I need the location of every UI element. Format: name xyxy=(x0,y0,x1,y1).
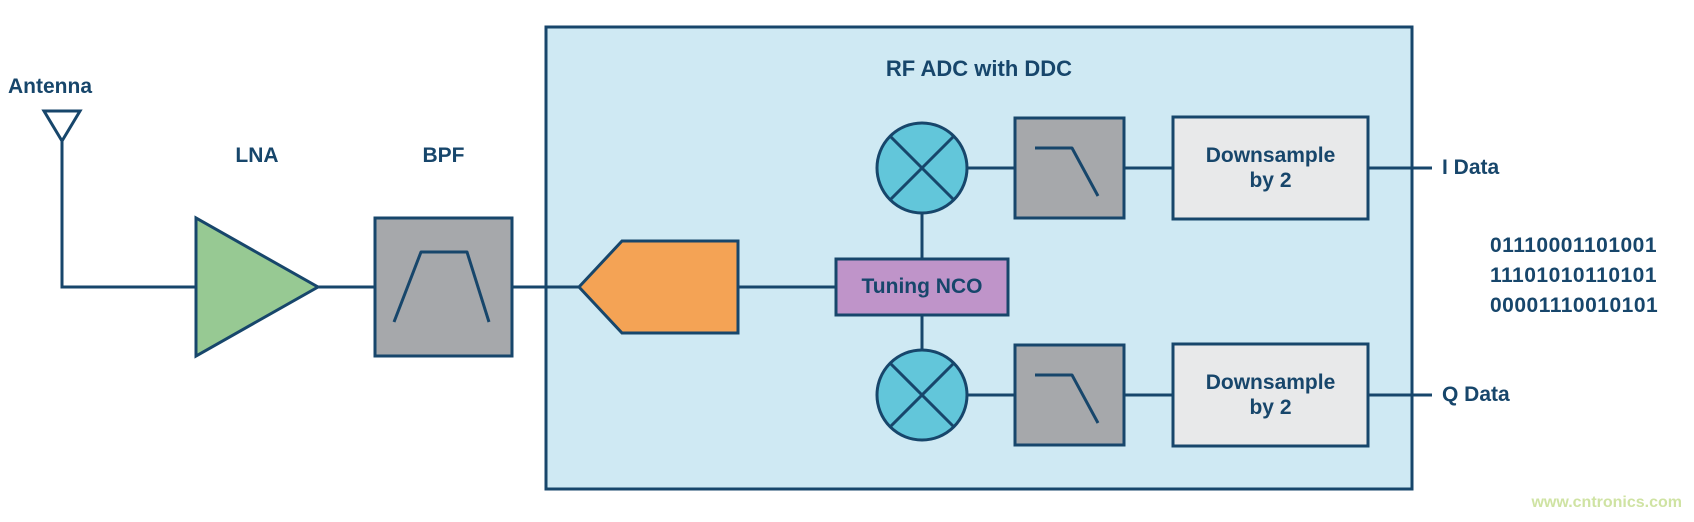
binary-line-2: 11101010110101 xyxy=(1490,264,1658,287)
diagram-title: RF ADC with DDC xyxy=(885,56,1073,81)
antenna-icon xyxy=(41,109,83,144)
lna-label: LNA xyxy=(235,144,279,167)
downsample-i-line2: by 2 xyxy=(1249,169,1292,192)
antenna-feed-wire xyxy=(60,141,196,289)
mixer-i-icon xyxy=(875,121,969,215)
q-data-label: Q Data xyxy=(1442,383,1510,406)
mixer-q-icon xyxy=(875,348,969,442)
bandpass-response-icon xyxy=(392,250,491,323)
lowpass-response-q-icon xyxy=(1035,373,1100,424)
filter-i-box xyxy=(1013,116,1126,220)
downsample-q-line1: Downsample xyxy=(1205,370,1336,394)
lowpass-response-i-icon xyxy=(1035,146,1100,197)
downsample-q-line2: by 2 xyxy=(1249,396,1292,419)
i-data-label: I Data xyxy=(1442,156,1500,179)
binary-data-text: 01110001101001 11101010110101 0000111001… xyxy=(1490,231,1658,321)
bpf-label: BPF xyxy=(422,144,465,167)
downsample-i-box xyxy=(1171,115,1370,221)
bpf-box xyxy=(373,216,514,358)
lna-amplifier-icon xyxy=(194,215,322,359)
downsample-i-line1: Downsample xyxy=(1205,143,1336,167)
antenna-label: Antenna xyxy=(8,75,92,98)
watermark: www.cntronics.com xyxy=(1531,494,1682,511)
adc-icon xyxy=(576,239,740,335)
downsample-i-label: Downsample by 2 xyxy=(1173,117,1368,219)
nco-label: Tuning NCO xyxy=(861,275,983,299)
downsample-q-label: Downsample by 2 xyxy=(1173,344,1368,446)
binary-line-1: 01110001101001 xyxy=(1490,234,1658,257)
binary-line-3: 00001110010101 xyxy=(1490,294,1659,317)
filter-q-box xyxy=(1013,343,1126,447)
